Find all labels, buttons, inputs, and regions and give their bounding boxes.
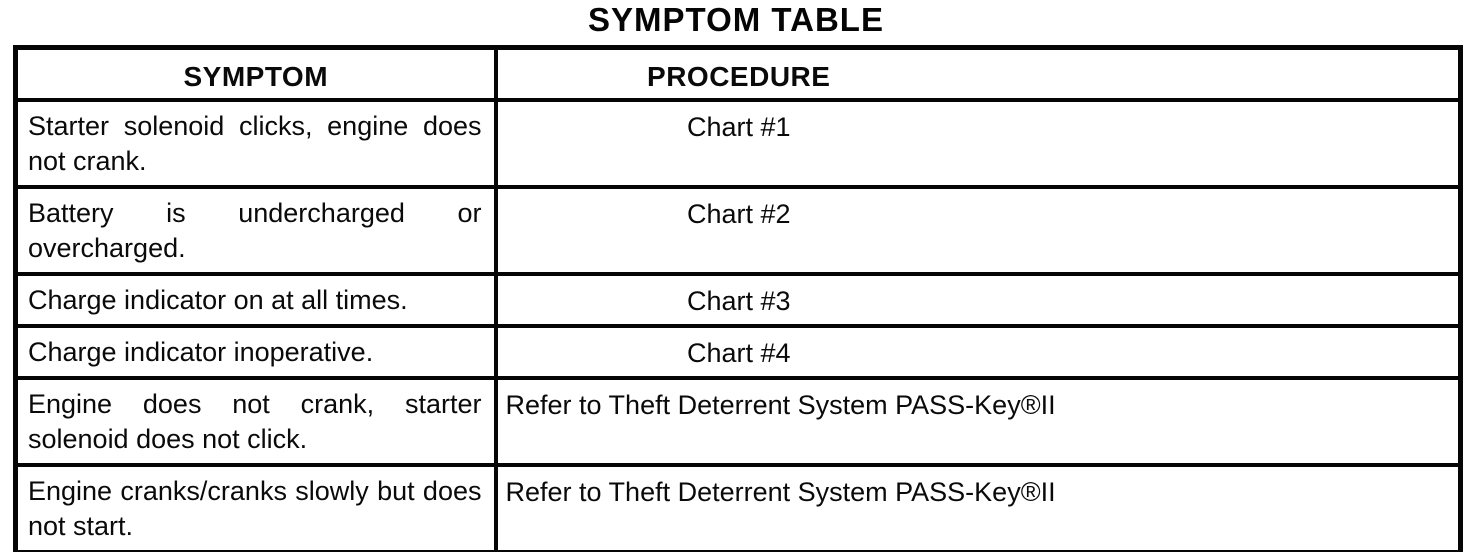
symptom-cell: Engine cranks/cranks slowly but does not…: [13, 462, 498, 552]
procedure-cell: Chart #4: [493, 323, 1463, 380]
procedure-cell: Refer to Theft Deterrent System PASS-Key…: [493, 462, 1463, 552]
procedure-cell: Chart #1: [493, 97, 1463, 189]
symptom-cell: Charge indicator on at all times.: [13, 271, 498, 328]
procedure-cell: Refer to Theft Deterrent System PASS-Key…: [493, 375, 1463, 467]
table-row: Battery is undercharged or overcharged. …: [13, 184, 1463, 276]
table-row: Engine cranks/cranks slowly but does not…: [13, 462, 1463, 552]
symptom-table: SYMPTOM PROCEDURE Starter solenoid click…: [13, 45, 1463, 552]
table-row: Charge indicator on at all times. Chart …: [13, 271, 1463, 328]
symptom-cell: Battery is undercharged or overcharged.: [13, 184, 498, 276]
table-row: Engine does not crank, starter solenoid …: [13, 375, 1463, 467]
symptom-cell: Charge indicator inoperative.: [13, 323, 498, 380]
procedure-cell: Chart #3: [493, 271, 1463, 328]
page-title: SYMPTOM TABLE: [588, 1, 884, 38]
symptom-cell: Engine does not crank, starter solenoid …: [13, 375, 498, 467]
table-header-row: SYMPTOM PROCEDURE: [13, 45, 1463, 102]
symptom-column-header: SYMPTOM: [13, 45, 498, 102]
table-row: Charge indicator inoperative. Chart #4: [13, 323, 1463, 380]
table-row: Starter solenoid clicks, engine does not…: [13, 97, 1463, 189]
symptom-cell: Starter solenoid clicks, engine does not…: [13, 97, 498, 189]
procedure-cell: Chart #2: [493, 184, 1463, 276]
procedure-column-header: PROCEDURE: [493, 45, 1463, 102]
